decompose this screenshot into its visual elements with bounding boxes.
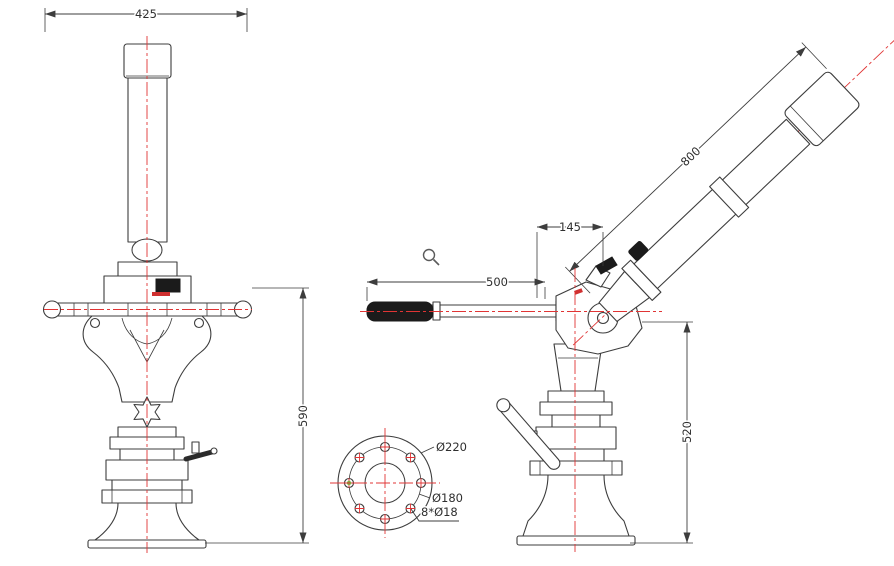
dim-145-label: 145	[559, 220, 581, 234]
label-bolt-circle-diameter: Ø180	[432, 491, 463, 505]
front-drain-lever-knob	[210, 447, 218, 455]
dim-145-extension-lines	[536, 232, 604, 298]
dim-590-extension-lines	[205, 287, 309, 544]
flange-view: Ø220 Ø180 8*Ø18	[330, 428, 469, 538]
side-base-bell	[522, 474, 630, 537]
side-flange-stack	[529, 390, 623, 476]
side-base-plate	[516, 535, 636, 546]
front-clamp-block	[155, 278, 181, 293]
side-handle-collar	[432, 301, 441, 321]
dimension-side-offset: 145	[536, 219, 604, 298]
leader-bolt-circle	[418, 493, 431, 499]
leader-outer-diameter	[420, 446, 435, 454]
front-flange-bolt-ticks	[111, 490, 183, 503]
front-collar	[117, 261, 178, 277]
front-red-marker	[152, 292, 170, 296]
dimension-front-height: 590	[205, 287, 312, 544]
side-red-marker	[574, 288, 583, 295]
side-handle-rod	[430, 304, 562, 318]
dimension-front-width: 425	[44, 6, 248, 32]
label-outer-diameter: Ø220	[436, 440, 467, 454]
side-lever-rotated	[496, 398, 561, 470]
dim-800-line	[569, 46, 807, 272]
side-lever-ball	[496, 398, 511, 413]
dimension-side-height: 520	[630, 321, 696, 544]
front-yoke-pin-left	[89, 317, 101, 329]
label-bolt-holes: 8*Ø18	[421, 505, 458, 519]
magnifier-handle	[432, 258, 440, 266]
front-valve-pin	[191, 441, 200, 454]
side-centerlines	[360, 268, 662, 552]
side-barrel-tube	[633, 118, 811, 290]
dim-520-label: 520	[680, 421, 694, 443]
front-flange-stack	[101, 426, 193, 504]
leader-bolt-holes	[410, 508, 459, 522]
dim-425-label: 425	[135, 7, 157, 21]
dim-500-extension-lines	[366, 287, 546, 301]
side-flange-bolt-ticks	[539, 461, 613, 475]
front-barrel	[127, 77, 168, 243]
side-pivot-inner	[596, 311, 610, 325]
magnifier-icon	[422, 248, 440, 266]
front-centerlines	[44, 36, 252, 553]
dimension-barrel-length: 800	[565, 42, 827, 294]
magnifier-lens	[422, 248, 436, 262]
flange-centerlines	[330, 428, 440, 538]
side-view: 800 145 500 520	[360, 34, 894, 552]
front-view: 425 590	[42, 6, 312, 553]
dim-500-label: 500	[486, 275, 508, 289]
dim-590-label: 590	[296, 405, 310, 427]
dimension-handle-length: 500	[366, 274, 546, 301]
dim-800-extension-lines	[565, 42, 827, 294]
side-top-knob	[595, 256, 618, 275]
side-barrel-group: 800	[565, 34, 894, 346]
front-yoke-pin-right	[193, 317, 205, 329]
side-lever-group	[496, 398, 561, 470]
front-nozzle-cap	[123, 43, 172, 79]
front-drain-lever	[183, 449, 215, 462]
